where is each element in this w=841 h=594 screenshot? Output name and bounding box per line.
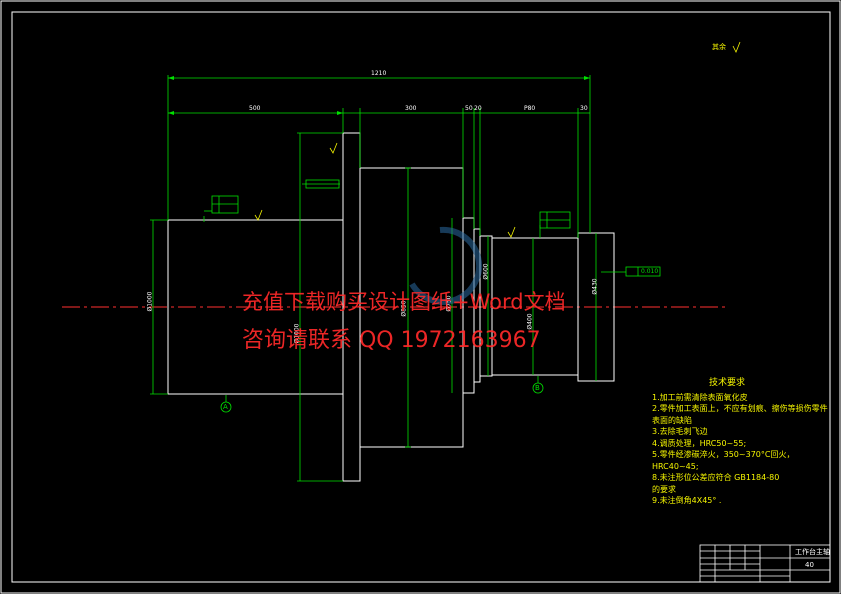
tolerance-value: 0.010 xyxy=(641,268,659,275)
dim-dia-small-a: Ø600 xyxy=(482,263,490,280)
dim-arrows xyxy=(168,76,590,115)
watermark-line1: 充值下载购买设计图纸+Word文档 xyxy=(242,290,566,314)
dimension-lines xyxy=(150,75,626,482)
dim-seg5: P80 xyxy=(524,105,536,112)
dim-total: 1210 xyxy=(371,70,387,77)
surface-mark-label: 其余 xyxy=(712,43,726,51)
tolerance-frames xyxy=(211,179,661,277)
requirements-title: 技术要求 xyxy=(708,378,745,388)
technical-requirements: 技术要求 1.加工前需清除表面氧化皮 2.零件加工表面上，不应有划痕、擦伤等损伤… xyxy=(652,378,828,507)
requirement-item: 5.零件经渗碳淬火，350~370°C回火， xyxy=(652,450,795,459)
dim-seg2: 300 xyxy=(405,105,417,112)
logo-watermark xyxy=(409,226,483,305)
inner-border xyxy=(11,11,831,583)
datum-symbols xyxy=(220,382,544,413)
requirement-item: 的要求 xyxy=(652,484,676,494)
title-block xyxy=(699,544,831,583)
requirement-item: 1.加工前需清除表面氧化皮 xyxy=(652,392,748,402)
dim-seg4: 20 xyxy=(474,105,482,112)
requirement-item: 表面的缺陷 xyxy=(652,415,692,425)
datum-b-label: B xyxy=(535,384,540,392)
title-block-code: 40 xyxy=(805,561,814,569)
requirement-item: HRC40~45; xyxy=(652,461,699,471)
dim-seg3: 50 xyxy=(465,105,473,112)
requirement-item: 9.未注倒角4X45° . xyxy=(652,496,722,505)
watermark-line2: 咨询请联系 QQ 1972163967 xyxy=(242,328,541,353)
dim-seg1: 500 xyxy=(249,105,261,112)
title-block-name: 工作台主轴 xyxy=(795,548,830,556)
requirement-item: 3.去除毛刺飞边 xyxy=(652,427,708,436)
dim-dia-left: Ø1000 xyxy=(146,291,154,312)
requirement-item: 8.未注形位公差应符合 GB1184-80 xyxy=(652,473,780,482)
dim-seg6: 30 xyxy=(580,105,588,112)
requirement-item: 2.零件加工表面上，不应有划痕、擦伤等损伤零件 xyxy=(652,404,828,413)
datum-a-label: A xyxy=(223,403,228,411)
dim-dia-right: Ø430 xyxy=(591,278,599,295)
requirement-item: 4.调质处理，HRC50~55; xyxy=(652,438,747,448)
roughness-symbols xyxy=(254,41,741,238)
